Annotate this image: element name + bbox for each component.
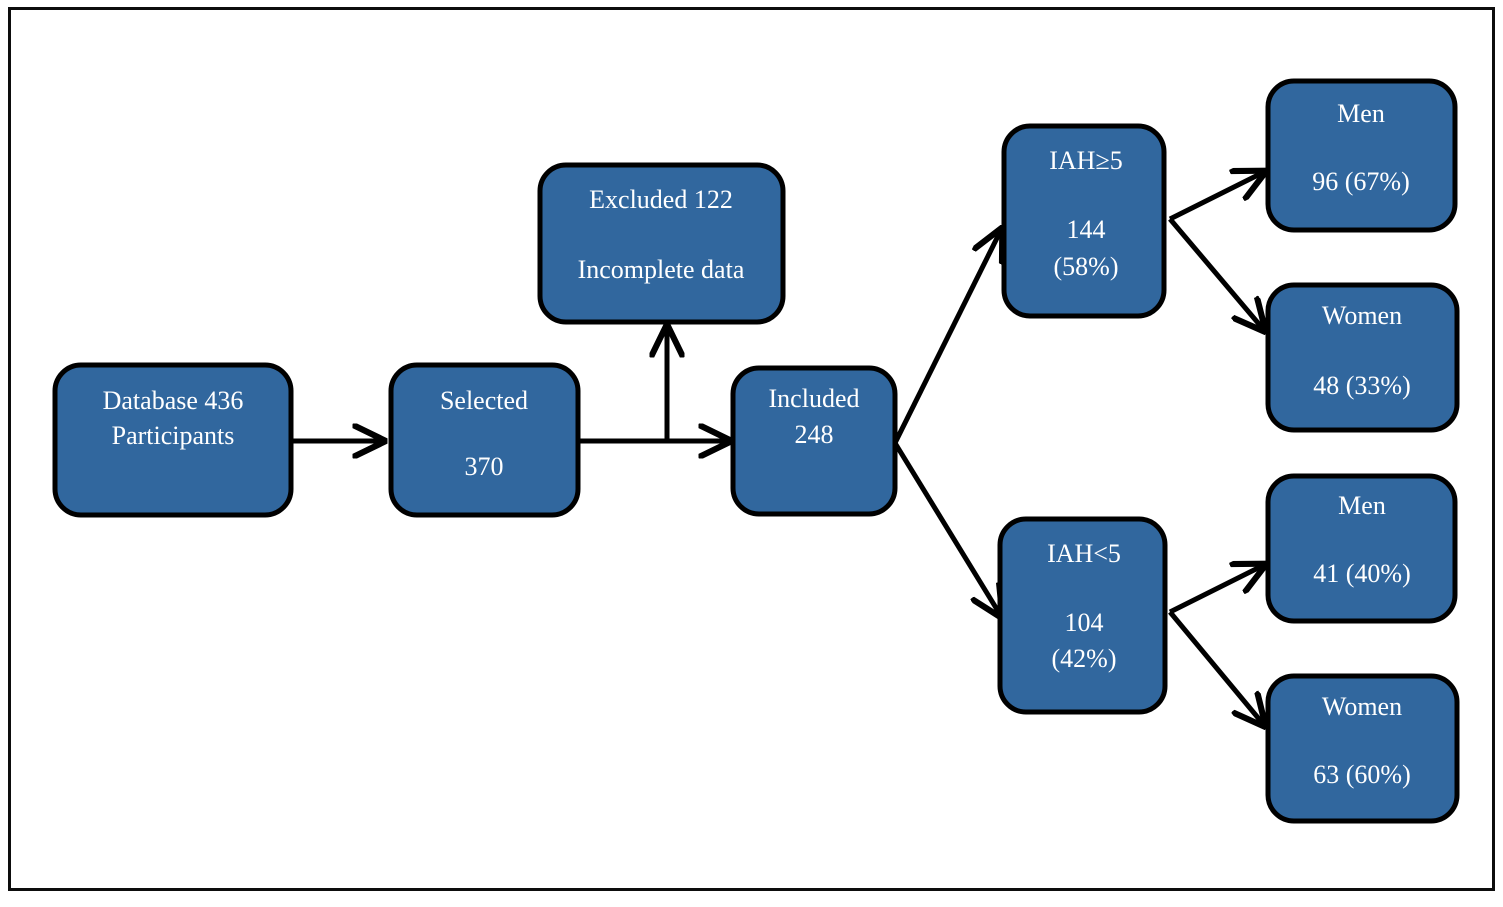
edge-included-to-iah-low (892, 441, 1001, 616)
node-selected-line2: 370 (465, 452, 504, 481)
node-layer: Database 436 Participants Selected 370 E… (52, 78, 1460, 824)
node-men-low-line2: 41 (40%) (1313, 559, 1410, 588)
node-iah-high-line2: 144 (1067, 215, 1106, 244)
node-women-high-line2: 48 (33%) (1313, 371, 1410, 400)
edge-included-to-iah-high (892, 230, 1001, 445)
edge-iah-low-to-men (1168, 565, 1264, 615)
node-included-shape[interactable] (730, 365, 898, 517)
node-iah-high[interactable]: IAH≥5 144 (58%) (1001, 123, 1167, 319)
node-iah-high-line3: (58%) (1054, 252, 1119, 281)
node-men-high[interactable]: Men 96 (67%) (1265, 78, 1458, 233)
node-women-low-line2: 63 (60%) (1313, 760, 1410, 789)
node-selected[interactable]: Selected 370 (388, 362, 581, 518)
node-iah-low-line3: (42%) (1052, 644, 1117, 673)
node-women-high[interactable]: Women 48 (33%) (1265, 282, 1460, 433)
node-excluded-line1: Excluded 122 (589, 185, 733, 214)
node-included-line1: Included (769, 384, 860, 413)
node-women-high-line1: Women (1322, 301, 1402, 330)
node-women-low[interactable]: Women 63 (60%) (1265, 673, 1460, 824)
node-excluded-line2: Incomplete data (578, 255, 745, 284)
node-men-high-line1: Men (1337, 99, 1385, 128)
node-database-shape[interactable] (52, 362, 294, 518)
node-database-line2: Participants (112, 421, 235, 450)
node-men-low-line1: Men (1338, 491, 1386, 520)
node-women-high-shape[interactable] (1265, 282, 1460, 433)
node-selected-shape[interactable] (388, 362, 581, 518)
node-iah-low[interactable]: IAH<5 104 (42%) (997, 516, 1168, 715)
edge-iah-high-to-women (1168, 217, 1264, 330)
node-men-high-line2: 96 (67%) (1312, 167, 1409, 196)
node-selected-line1: Selected (440, 386, 528, 415)
node-excluded-shape[interactable] (537, 162, 786, 325)
node-included[interactable]: Included 248 (730, 365, 898, 517)
node-iah-low-line1: IAH<5 (1047, 539, 1121, 568)
node-excluded[interactable]: Excluded 122 Incomplete data (537, 162, 786, 325)
node-included-line2: 248 (795, 420, 834, 449)
node-iah-low-line2: 104 (1065, 608, 1104, 637)
node-iah-high-shape[interactable] (1001, 123, 1167, 319)
edge-iah-high-to-men (1168, 172, 1264, 222)
node-men-low[interactable]: Men 41 (40%) (1265, 473, 1458, 624)
node-men-high-shape[interactable] (1265, 78, 1458, 233)
node-iah-high-line1: IAH≥5 (1049, 146, 1122, 175)
node-iah-low-shape[interactable] (997, 516, 1168, 715)
node-database-line1: Database 436 (103, 386, 244, 415)
node-men-low-shape[interactable] (1265, 473, 1458, 624)
node-women-low-line1: Women (1322, 692, 1402, 721)
node-database[interactable]: Database 436 Participants (52, 362, 294, 518)
node-women-low-shape[interactable] (1265, 673, 1460, 824)
edge-iah-low-to-women (1168, 610, 1264, 725)
edge-layer (291, 172, 1264, 725)
